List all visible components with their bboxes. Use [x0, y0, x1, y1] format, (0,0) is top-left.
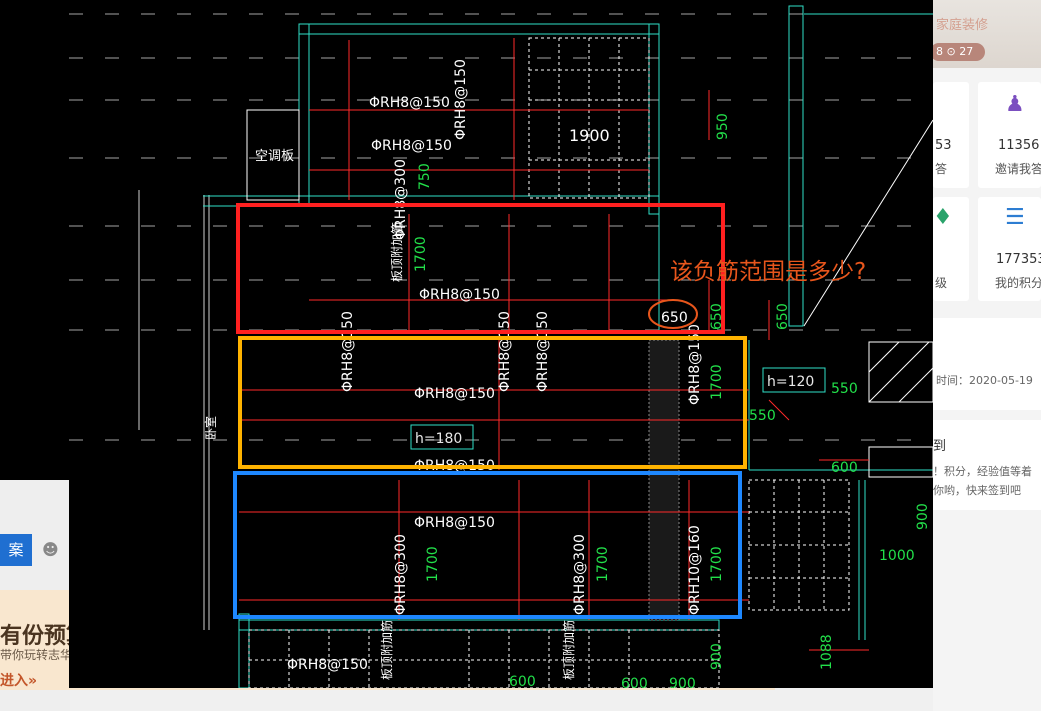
rebar-label: ΦRH8@150: [687, 324, 703, 405]
note-label: 板顶附加筋: [389, 222, 404, 282]
red-highlight-box: [236, 203, 725, 334]
tile-grid-bottom: [248, 629, 720, 688]
stat-invites-label: 邀请我答: [995, 162, 1041, 176]
dimension-label: 650: [661, 310, 688, 326]
dimension-label: 1900: [569, 126, 610, 145]
dimension-group: 1900 950 750 1700 650 650 650 1700 550 5…: [413, 113, 931, 688]
rebar-label: ΦRH10@160: [687, 525, 703, 615]
rebar-label: ΦRH8@150: [414, 515, 495, 531]
rebar-lines: [239, 38, 869, 651]
dimension-label: 900: [669, 676, 696, 688]
stat-points-num: 177353: [996, 252, 1041, 267]
room-label: 空调板: [255, 149, 294, 164]
coins-icon: ☰: [1005, 205, 1025, 230]
rebar-label: ΦRH8@150: [371, 138, 452, 154]
stat-level-label: 级: [935, 276, 948, 290]
rebar-label: ΦRH8@150: [497, 311, 513, 392]
banner-subtitle: 带你玩转志华: [0, 648, 73, 662]
dimension-label: 1700: [595, 546, 611, 582]
tile-grid-top: [528, 37, 650, 199]
question-annotation: 该负筋范围是多少?: [670, 259, 867, 285]
cad-drawing: ΦRH8@150 ΦRH8@150 ΦRH8@150 ΦRH8@150 ΦRH8…: [69, 5, 933, 688]
dimension-label: 1088: [819, 634, 835, 670]
signin-text-2: 你哟，快来签到吧: [933, 484, 1021, 497]
dimension-label: 750: [417, 163, 433, 190]
dimension-label: 900: [709, 643, 725, 670]
time-card: [933, 318, 1041, 410]
rebar-label: ΦRH8@300: [393, 159, 409, 240]
invite-user-icon: ♟: [1005, 92, 1025, 117]
rebar-label: ΦRH8@150: [414, 386, 495, 402]
left-lines: [138, 109, 299, 630]
stat-card-answers[interactable]: [933, 82, 969, 188]
dimension-label: 550: [749, 408, 776, 424]
dimension-label: 1000: [879, 548, 915, 564]
stat-answers-num: 53: [935, 138, 952, 153]
rebar-label: ΦRH8@150: [535, 311, 551, 392]
rebar-label: ΦRH8@300: [572, 534, 588, 615]
rebar-label: ΦRH8@150: [369, 95, 450, 111]
walls: [203, 5, 933, 688]
side-label: 卧室: [203, 416, 218, 440]
rebar-label: ΦRH8@150: [453, 59, 469, 140]
dimension-label: 550: [831, 381, 858, 397]
stat-card-level[interactable]: [933, 197, 969, 301]
top-ad-text: 家庭装修: [936, 18, 989, 33]
rebar-label: ΦRH8@150: [287, 657, 368, 673]
dimension-label: 900: [915, 503, 931, 530]
annotation-circle: [648, 299, 698, 329]
shield-icon: ♦: [933, 205, 953, 230]
dimension-label: 600: [831, 460, 858, 476]
room-box: [246, 109, 300, 201]
left-dark-region: [0, 0, 70, 480]
time-label: 时间：2020-05-19: [936, 374, 1033, 387]
dimension-label: 600: [621, 676, 648, 688]
h180-box: [410, 424, 474, 450]
dimension-label: 1700: [709, 546, 725, 582]
orange-highlight-box: [238, 336, 747, 469]
stat-card-points[interactable]: [978, 197, 1041, 301]
height-label: h=180: [415, 431, 462, 447]
note-label: 板顶附加筋: [561, 620, 576, 680]
h120-box: [762, 367, 826, 393]
stat-points-label: 我的积分: [995, 276, 1041, 290]
height-label: h=120: [767, 374, 814, 390]
leader-line: [803, 119, 933, 327]
stat-invites-num: 11356: [998, 138, 1040, 153]
signin-text-1: ！积分，经验值等着: [933, 465, 1032, 478]
person-icon[interactable]: ☻: [42, 540, 59, 559]
answer-button[interactable]: 案: [0, 534, 32, 566]
speckle-column: [648, 339, 680, 621]
rebar-label: ΦRH8@150: [340, 311, 356, 392]
signin-title: 到: [933, 439, 947, 454]
signin-card[interactable]: [933, 420, 1041, 510]
stat-card-invites[interactable]: [978, 82, 1041, 188]
dimension-label: 950: [715, 113, 731, 140]
rebar-label: ΦRH8@300: [393, 534, 409, 615]
tile-grid-bottom-right: [748, 479, 850, 611]
stat-answers-label: 答: [935, 162, 948, 176]
cad-drawing-image[interactable]: ΦRH8@150 ΦRH8@150 ΦRH8@150 ΦRH8@150 ΦRH8…: [69, 0, 933, 688]
dimension-label: 1700: [709, 364, 725, 400]
dimension-label: 1700: [413, 236, 429, 272]
hatch-boxes: [868, 341, 933, 478]
blue-highlight-box: [233, 471, 742, 619]
dimension-label: 600: [509, 674, 536, 688]
rebar-label: ΦRH8@150: [419, 287, 500, 303]
dimension-label: 1700: [425, 546, 441, 582]
top-ad-pill: 8 ⊙ 27: [930, 43, 985, 61]
banner-enter-link[interactable]: 进入»: [0, 673, 38, 689]
note-label: 板顶附加筋: [379, 620, 394, 680]
dimension-label: 650: [775, 303, 791, 330]
